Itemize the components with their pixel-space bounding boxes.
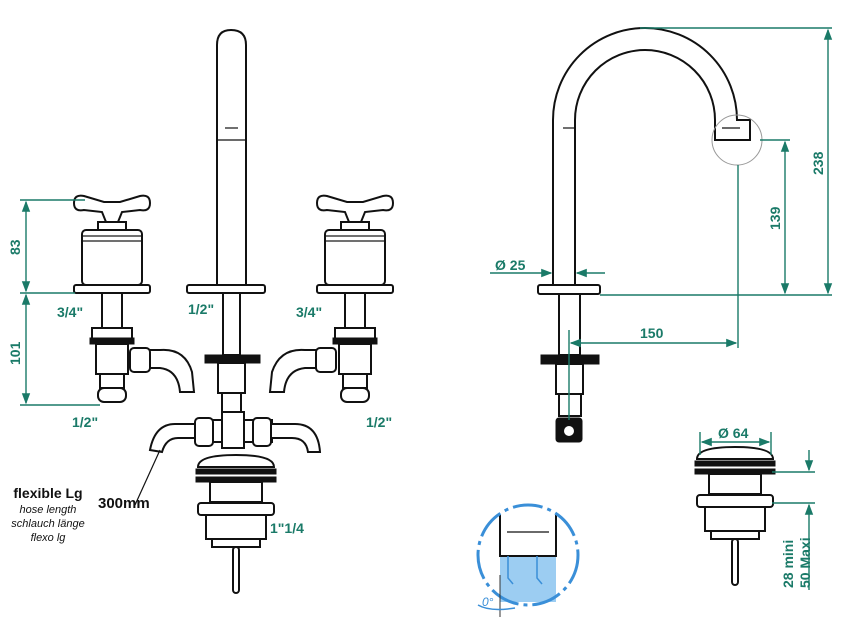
dim-diameter-64: Ø 64 xyxy=(718,425,749,441)
thread-valve-left: 3/4" xyxy=(57,304,83,320)
thread-outlet-right: 1/2" xyxy=(366,414,392,430)
dim-139: 139 xyxy=(767,206,783,230)
hose-en: hose length xyxy=(20,504,77,516)
dim-101: 101 xyxy=(7,341,23,365)
waste-thread: 1"1/4 xyxy=(270,520,304,536)
dim-50-maxi: 50 Maxi xyxy=(797,537,813,588)
dim-238: 238 xyxy=(810,151,826,175)
hose-length: 300mm xyxy=(98,495,150,512)
dim-28-mini: 28 mini xyxy=(780,540,796,588)
thread-outlet-left: 1/2" xyxy=(72,414,98,430)
side-view xyxy=(537,27,776,586)
left-dimensions: 83 101 3/4" 1/2" 3/4" 1/2" 1/2" 1"1/4 xyxy=(7,199,392,536)
dim-150: 150 xyxy=(640,325,664,341)
angle-label: 0° xyxy=(482,595,494,609)
hose-title: flexible Lg xyxy=(13,485,82,501)
hose-fr: flexo lg xyxy=(31,532,67,544)
hose-de: schlauch länge xyxy=(11,518,84,530)
hose-label: flexible Lg hose length schlauch länge f… xyxy=(11,485,149,544)
front-view xyxy=(74,28,393,594)
right-dimensions: 238 139 Ø 25 150 Ø 64 28 mini 50 Maxi xyxy=(490,27,833,590)
dim-83: 83 xyxy=(7,239,23,255)
outlet-angle-detail: 0° xyxy=(476,503,580,617)
thread-spout: 1/2" xyxy=(188,301,214,317)
dim-diameter-25: Ø 25 xyxy=(495,257,526,273)
thread-valve-right: 3/4" xyxy=(296,304,322,320)
